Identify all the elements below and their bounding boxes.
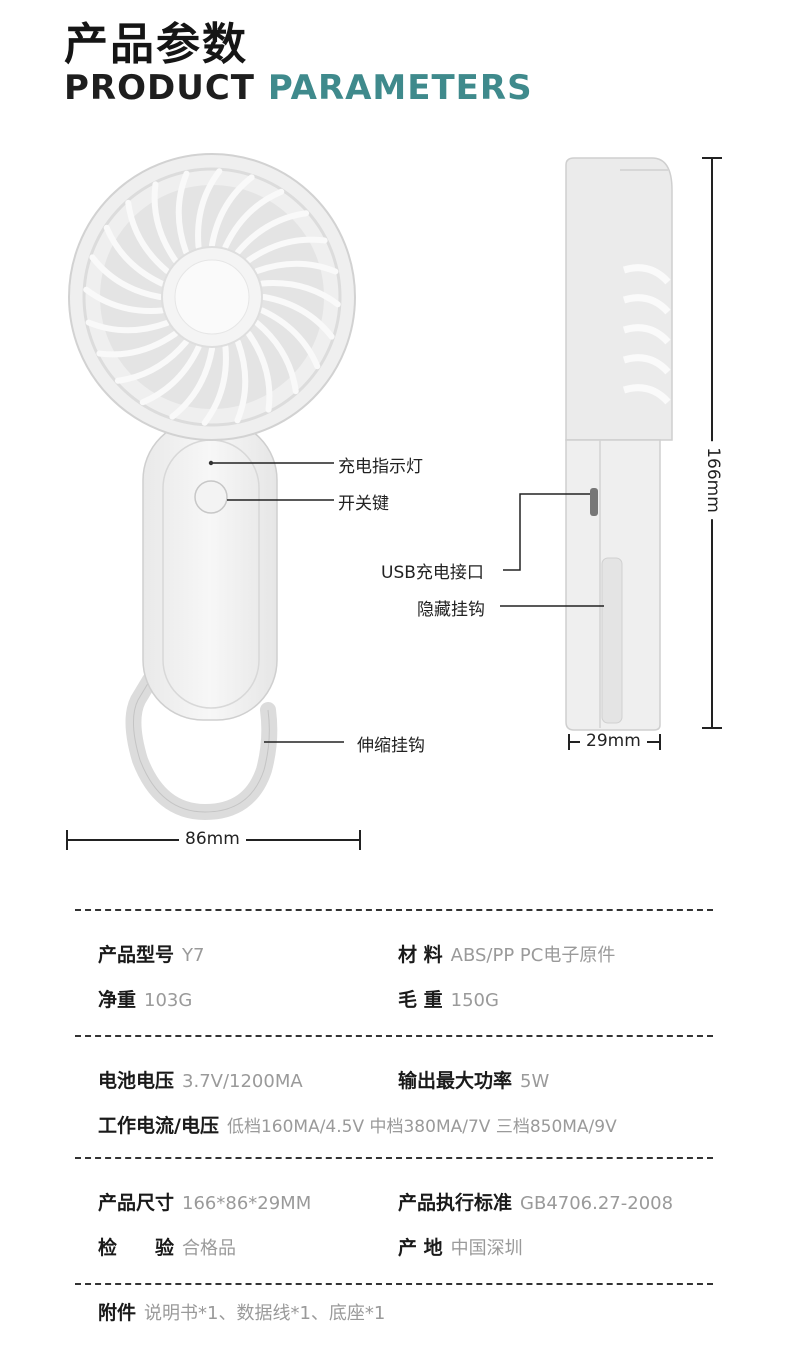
grill-spoke <box>259 307 321 370</box>
indicator-light <box>208 460 214 466</box>
usb-port-label: USB充电接口 <box>381 563 484 583</box>
divider <box>75 1157 713 1159</box>
page-title-en: PRODUCT PARAMETERS <box>64 68 533 108</box>
grill-spoke <box>245 330 273 413</box>
spec-current-voltage: 工作电流/电压低档160MA/4.5V 中档380MA/7V 三档850MA/9… <box>98 1115 617 1137</box>
title-en-parameters: PARAMETERS <box>267 68 533 108</box>
indicator-light-label: 充电指示灯 <box>338 457 423 477</box>
grill-spoke <box>125 199 170 274</box>
width-dimension: 86mm <box>179 829 246 849</box>
retractable-hook <box>125 672 278 821</box>
grill-spoke <box>151 181 179 264</box>
grill-spoke <box>169 346 215 420</box>
title-en-product: PRODUCT <box>64 68 255 108</box>
grill-spoke <box>85 319 170 334</box>
fan-side-view <box>565 157 673 731</box>
grill-spoke <box>175 170 190 255</box>
spec-inspection: 检 验合格品 <box>98 1237 237 1259</box>
fan-handle <box>142 419 278 721</box>
grill-spoke <box>114 339 189 384</box>
fan-head <box>68 153 356 441</box>
spec-origin: 产 地中国深圳 <box>398 1237 523 1259</box>
product-diagram <box>66 153 722 850</box>
grill-spoke <box>201 344 229 426</box>
grill-spoke <box>245 236 328 264</box>
divider <box>75 1035 713 1037</box>
grill-spoke <box>83 286 165 314</box>
divider <box>75 1283 713 1285</box>
grill-spoke <box>235 210 310 255</box>
power-switch-label: 开关键 <box>338 494 389 514</box>
hidden-hook <box>601 557 623 724</box>
grill-spoke <box>103 224 165 287</box>
usb-port <box>590 488 598 516</box>
page-title-cn: 产品参数 <box>64 19 248 70</box>
depth-dimension: 29mm <box>580 731 647 751</box>
grill-spoke <box>254 260 339 275</box>
power-button <box>194 480 228 514</box>
grill-spoke <box>234 339 249 424</box>
grill-spoke <box>259 280 341 308</box>
grill-spoke <box>254 320 299 395</box>
grill-spoke <box>261 294 335 340</box>
hidden-hook-label: 隐藏挂钩 <box>417 600 485 620</box>
spec-accessories: 附件说明书*1、数据线*1、底座*1 <box>98 1302 386 1324</box>
grill-spoke <box>195 168 223 250</box>
divider <box>75 909 713 911</box>
retractable-hook-label: 伸缩挂钩 <box>357 736 425 756</box>
grill-spoke <box>209 174 255 248</box>
grill-spoke <box>89 254 163 300</box>
grill-spoke <box>96 330 179 358</box>
grill-spoke <box>139 344 202 406</box>
height-dimension: 166mm <box>702 441 723 519</box>
grill-spoke <box>222 188 285 250</box>
